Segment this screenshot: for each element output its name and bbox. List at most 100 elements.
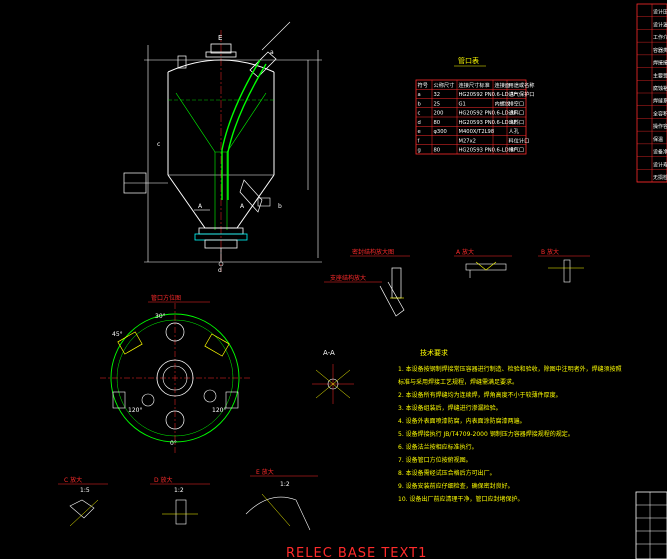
angle-label-1: 30° <box>155 313 166 320</box>
right-panel-item: 设计压力 <box>653 9 667 16</box>
note-line: 5. 设备焊接执行 JB/T4709-2000 钢制压力容器焊接规程的规定。 <box>398 430 574 438</box>
note-line: 8. 本设备需经试压合格后方可出厂。 <box>398 469 496 477</box>
nozzle-cell: 进料口 <box>509 109 525 117</box>
angle-label-5: 0° <box>170 440 177 447</box>
note-line: 7. 设备管口方位按俯视图。 <box>398 456 472 464</box>
right-panel-item: 设计寿命 <box>653 161 667 168</box>
detail-a-title: A 放大 <box>456 248 474 256</box>
note-line: 9. 设备安装前应仔细检查，确保密封良好。 <box>398 482 514 490</box>
title-block <box>635 491 667 559</box>
detail-c-title: C 放大 <box>64 476 82 484</box>
right-panel-item: 全容积 <box>653 110 667 117</box>
nozzle-cell: HG20593 PN0.6-LD RF <box>459 148 517 154</box>
right-info-panel: 设计压力设计温度工作介质容器类别焊接接头主要受压腐蚀裕量焊缝系数全容积操作容积保… <box>636 3 667 183</box>
right-panel-item: 保温 <box>653 136 663 143</box>
note-line: 2. 本设备所有焊缝均为连续焊，焊角高度不小于较薄件厚度。 <box>398 391 562 399</box>
nozzle-cell: 内螺纹 <box>495 99 511 107</box>
nozzle-cell: 80 <box>434 148 441 154</box>
nozzle-cell: M27x2 <box>459 138 476 144</box>
nozzle-cell: b <box>418 101 422 107</box>
base-text: RELEC BASE TEXT1 <box>286 546 427 559</box>
note-line: 10. 设备出厂前应清理干净，管口应封堵保护。 <box>398 495 523 503</box>
nozzle-cell: HG20593 PN0.6-LD RF <box>459 120 517 126</box>
nozzle-header-cell: 用途或名称 <box>509 81 535 89</box>
nozzle-cell: 进气保护口 <box>509 90 535 98</box>
detail-seal-title: 密封结构放大图 <box>352 248 394 256</box>
section-aa: A-A <box>312 349 354 404</box>
detail-c: C 放大 1:5 <box>58 476 108 527</box>
plan-view-title: 管口方位图 <box>151 294 181 302</box>
detail-e: E 放大 1:2 <box>245 468 318 531</box>
note-line: 1. 本设备按钢制焊接常压容器进行制造、检验和验收，除图中注明者外，焊缝须按照 <box>398 365 622 373</box>
nozzle-header-cell: 公称尺寸 <box>434 81 455 89</box>
nozzle-cell: f <box>418 138 420 144</box>
detail-e-scale: 1:2 <box>280 481 290 488</box>
nozzle-cell: 80 <box>434 120 441 126</box>
nozzle-header-cell: 连接尺寸标准 <box>459 81 490 89</box>
detail-b-title: B 放大 <box>541 248 559 256</box>
right-panel-item: 焊缝系数 <box>653 98 667 105</box>
right-panel-item: 设备净重 <box>653 149 667 156</box>
right-panel-rows: 设计压力设计温度工作介质容器类别焊接接头主要受压腐蚀裕量焊缝系数全容积操作容积保… <box>637 9 667 183</box>
nozzle-cell: HG20592 PN0.6-LD RF <box>459 92 517 98</box>
notes-title: 技术要求 <box>420 348 448 357</box>
detail-b: B 放大 <box>538 248 590 283</box>
nozzle-header-cell: 连接面 <box>495 81 511 89</box>
nozzle-label-b: b <box>278 203 282 210</box>
nozzle-cell: 排气口 <box>509 146 525 154</box>
detail-a: A 放大 <box>454 248 512 278</box>
nozzle-label-c: c <box>157 141 160 148</box>
vessel-elevation: E a c b d A A <box>123 21 322 274</box>
right-panel-item: 工作介质 <box>653 34 667 41</box>
nozzle-cell: 料位计口 <box>509 136 530 144</box>
detail-support-title: 支座结构放大 <box>330 274 366 282</box>
detail-d: D 放大 1:2 <box>150 476 210 525</box>
right-panel-item: 主要受压 <box>653 72 667 79</box>
nozzle-cell: 32 <box>434 92 441 98</box>
right-panel-item: 操作容积 <box>653 123 667 130</box>
right-panel-item: 无损检测 <box>653 174 667 181</box>
nozzle-cell: 人孔 <box>509 127 520 135</box>
nozzle-header-cell: 符号 <box>418 81 428 89</box>
nozzle-cell: φ300 <box>434 129 447 135</box>
right-panel-item: 设计温度 <box>653 21 667 28</box>
nozzle-cell: a <box>418 92 421 98</box>
note-line: 标准与采用焊接工艺规程，焊缝需满足要求。 <box>398 378 518 386</box>
section-aa-title: A-A <box>323 349 335 357</box>
nozzle-cell: G1 <box>459 101 466 107</box>
nozzle-label-e: E <box>218 34 222 42</box>
nozzle-cell: 排空口 <box>509 99 525 107</box>
nozzle-cell: HG20592 PN0.6-LD RF <box>459 111 517 117</box>
detail-e-title: E 放大 <box>256 468 274 476</box>
nozzle-cell: d <box>418 120 421 126</box>
note-line: 4. 设备外表面喷漆防腐，内表面涂防腐漆两遍。 <box>398 417 526 425</box>
nozzle-label-a: a <box>270 49 274 56</box>
note-line: 6. 设备法兰按相应标准执行。 <box>398 443 478 451</box>
nozzle-cell: e <box>418 129 421 135</box>
detail-seal: 密封结构放大图 支座结构放大 <box>324 248 410 317</box>
nozzle-label-d: d <box>218 267 222 274</box>
view-a-label: A <box>198 203 203 210</box>
angle-label-3: 120° <box>128 407 142 414</box>
angle-label-2: 45° <box>112 331 123 338</box>
nozzle-cell: 200 <box>434 111 444 117</box>
technical-notes: 技术要求 1. 本设备按钢制焊接常压容器进行制造、检验和验收，除图中注明者外，焊… <box>398 348 622 503</box>
nozzle-cell: 出料口 <box>509 118 525 126</box>
right-panel-item: 容器类别 <box>653 47 667 54</box>
nozzle-table-title: 管口表 <box>458 56 479 65</box>
nozzle-cell: c <box>418 111 421 117</box>
detail-d-scale: 1:2 <box>174 487 184 494</box>
right-panel-item: 焊接接头 <box>653 60 667 67</box>
view-a2-label: A <box>240 203 245 210</box>
detail-d-title: D 放大 <box>154 476 173 484</box>
note-line: 3. 本设备组装后，焊缝进行渗漏检验。 <box>398 404 502 412</box>
nozzle-cell: 25 <box>434 101 441 107</box>
detail-c-scale: 1:5 <box>80 487 90 494</box>
nozzle-cell: g <box>418 148 421 154</box>
right-panel-item: 腐蚀裕量 <box>653 85 667 92</box>
angle-label-4: 120° <box>212 407 226 414</box>
plan-view: 管口方位图 30° 45° 120° 120° 0° <box>100 294 250 453</box>
